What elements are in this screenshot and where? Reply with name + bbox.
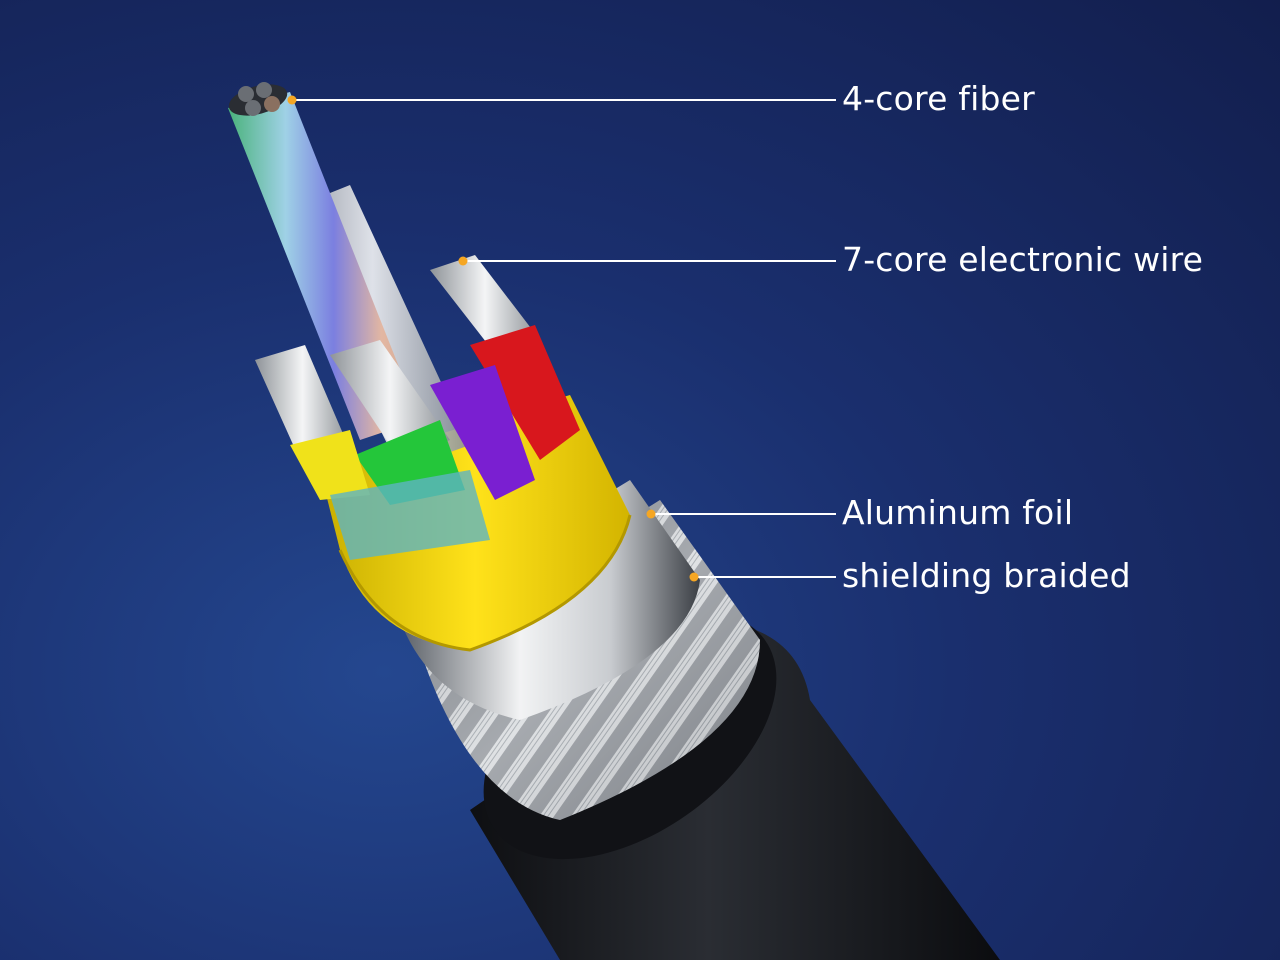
wire-callout-label: 7-core electronic wire (842, 240, 1204, 279)
fiber-callout-label: 4-core fiber (842, 79, 1035, 118)
fiber-bundle (228, 82, 470, 470)
foil-leader-dot (646, 509, 656, 519)
wire-leader-dot (458, 256, 468, 266)
braid-callout-label: shielding braided (842, 556, 1131, 595)
electronic-wires (255, 255, 580, 560)
fiber-leader-dot (287, 95, 297, 105)
foil-callout-label: Aluminum foil (842, 493, 1074, 532)
braid-leader-dot (689, 572, 699, 582)
callout-leaders (287, 95, 836, 582)
